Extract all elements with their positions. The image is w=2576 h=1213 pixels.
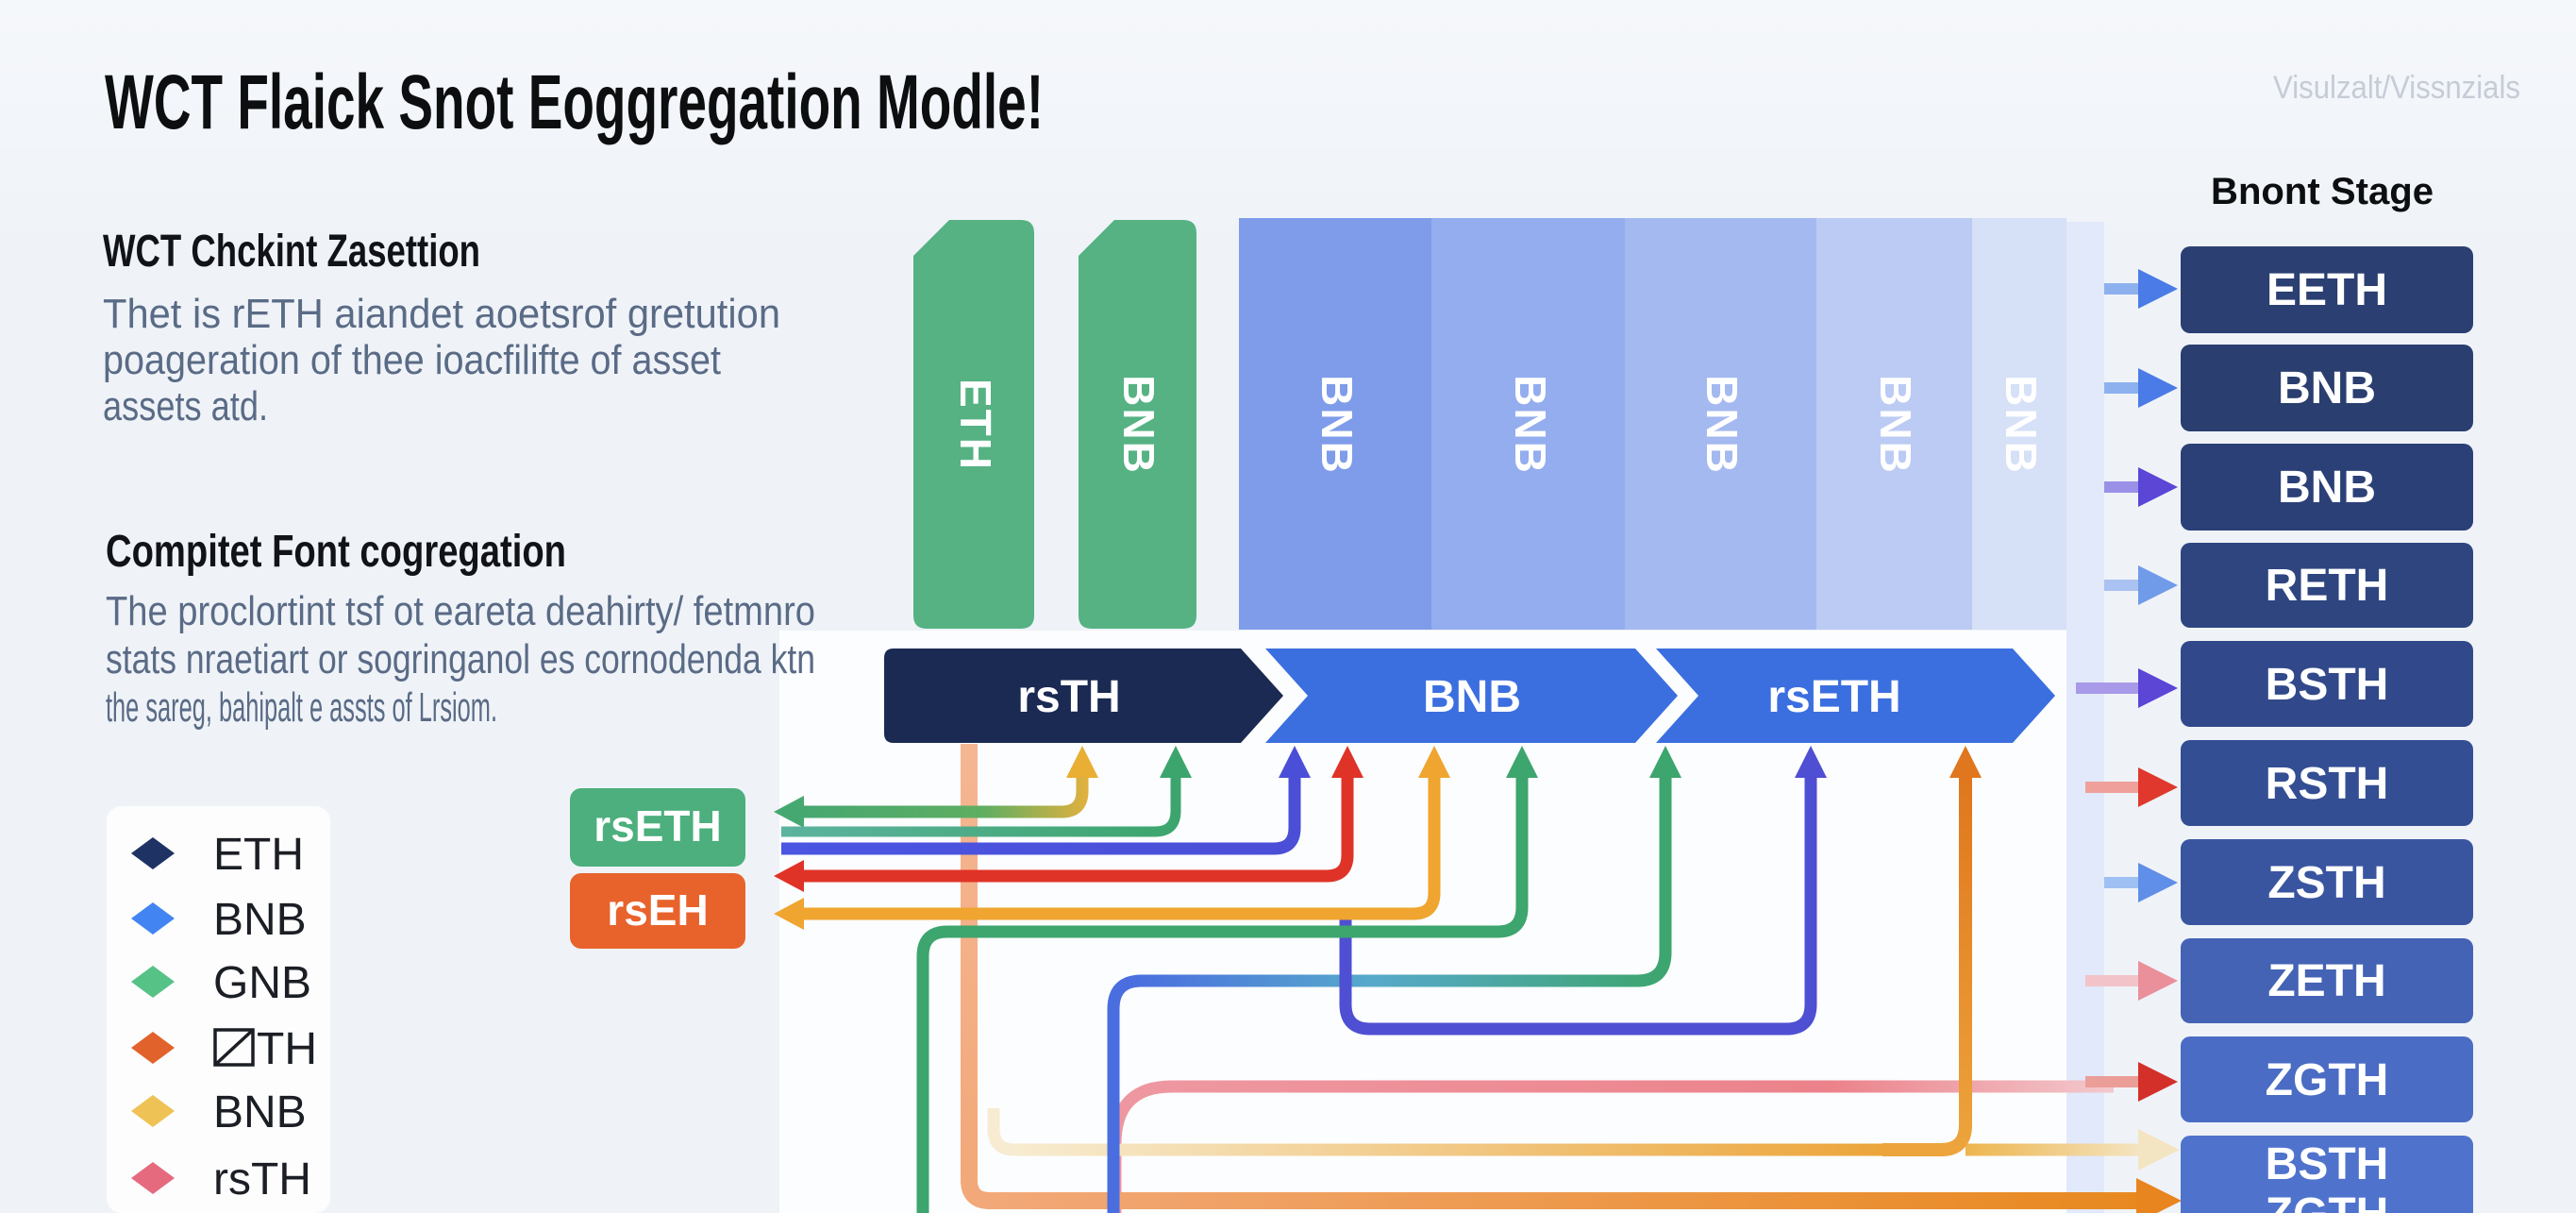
svg-text:GNB: GNB — [213, 958, 311, 1008]
svg-text:BNB: BNB — [1313, 375, 1362, 475]
svg-text:Compitet Font cogregation: Compitet Font cogregation — [106, 527, 566, 577]
svg-text:ZSTH: ZSTH — [2267, 858, 2385, 908]
svg-text:stats nraetiart or sogringanol: stats nraetiart or sogringanol es cornod… — [106, 636, 815, 682]
svg-text:assets atd.: assets atd. — [103, 383, 268, 430]
svg-text:poageration of thee ioacfilift: poageration of thee ioacfilifte of asset — [103, 337, 721, 383]
svg-text:Bnont Stage: Bnont Stage — [2211, 171, 2434, 212]
svg-text:BNB: BNB — [1114, 375, 1163, 475]
svg-text:BNB: BNB — [1423, 672, 1521, 722]
svg-text:BNB: BNB — [213, 1087, 307, 1137]
svg-text:BNB: BNB — [213, 895, 307, 945]
svg-text:Thet is rETH aiandet aoetsrof: Thet is rETH aiandet aoetsrof gretution — [103, 291, 780, 337]
svg-text:BNB: BNB — [2278, 363, 2376, 413]
svg-text:rsETH: rsETH — [1767, 672, 1900, 722]
svg-text:BNB: BNB — [2278, 463, 2376, 513]
svg-text:RETH: RETH — [2266, 561, 2389, 611]
svg-text:WCT Chckint Zasettion: WCT Chckint Zasettion — [103, 227, 480, 277]
svg-text:rsTH: rsTH — [213, 1154, 311, 1205]
svg-text:The proclortint tsf ot eareta: The proclortint tsf ot eareta deahirty/ … — [106, 588, 815, 634]
svg-text:the sareg, bahipalt e assts of: the sareg, bahipalt e assts of Lrsiom. — [106, 684, 497, 731]
svg-text:rsTH: rsTH — [1017, 672, 1120, 722]
svg-text:ZETH: ZETH — [2267, 956, 2385, 1006]
svg-text:BSTH: BSTH — [2266, 660, 2389, 710]
svg-text:BNB: BNB — [1871, 375, 1920, 475]
svg-text:EETH: EETH — [2267, 265, 2387, 315]
svg-text:ZGTH: ZGTH — [2266, 1189, 2389, 1213]
svg-text:WCT Flaick Snot Eoggregation M: WCT Flaick Snot Eoggregation Modle! — [105, 59, 1044, 145]
svg-text:ZGTH: ZGTH — [2266, 1055, 2389, 1105]
svg-text:Visulzalt/Vissnzials: Visulzalt/Vissnzials — [2273, 70, 2520, 106]
svg-text:BNB: BNB — [1506, 375, 1555, 475]
svg-text:RSTH: RSTH — [2266, 759, 2389, 809]
svg-text:rsEH: rsEH — [607, 885, 708, 935]
svg-text:ETH: ETH — [951, 379, 1000, 471]
svg-text:BSTH: BSTH — [2266, 1139, 2389, 1189]
svg-text:BNB: BNB — [1698, 375, 1747, 475]
svg-text:TH: TH — [257, 1024, 317, 1074]
svg-text:rsETH: rsETH — [594, 801, 721, 851]
svg-text:ETH: ETH — [213, 830, 304, 880]
svg-text:BNB: BNB — [1997, 375, 2046, 475]
